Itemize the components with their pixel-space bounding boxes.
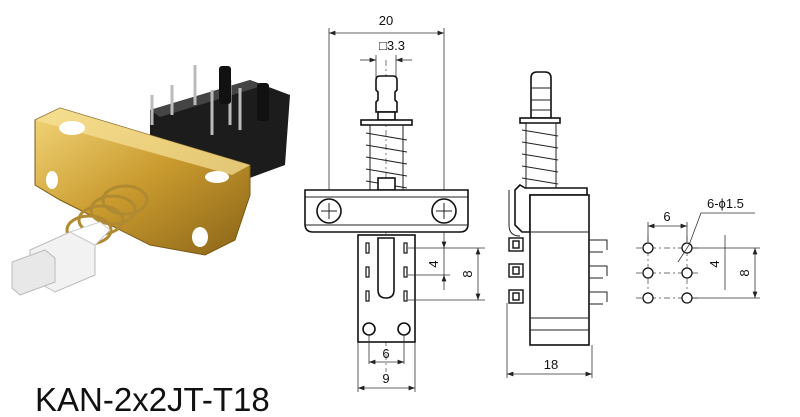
- dim-row-span-8: 8: [737, 269, 752, 276]
- product-photo: [11, 65, 290, 296]
- pcb-footprint: 6 6-ϕ1.5 4 8: [636, 196, 760, 306]
- dim-pin-pitch-4: 4: [426, 260, 441, 267]
- front-view: 20 □3.3: [304, 13, 485, 392]
- dim-pin-span-8: 8: [460, 270, 475, 277]
- dim-hole-pitch-6: 6: [382, 346, 389, 361]
- dim-row-pitch-4: 4: [707, 260, 722, 267]
- dim-depth-18: 18: [544, 357, 558, 372]
- dim-col-pitch-6: 6: [663, 209, 670, 224]
- model-name: KAN-2x2JT-T18: [35, 381, 270, 417]
- dim-plunger-3-3: □3.3: [379, 38, 405, 53]
- side-view: 18: [506, 71, 608, 378]
- hole-spec-label: 6-ϕ1.5: [707, 196, 744, 211]
- dim-width-20: 20: [379, 13, 393, 28]
- dim-body-width-9: 9: [382, 371, 389, 386]
